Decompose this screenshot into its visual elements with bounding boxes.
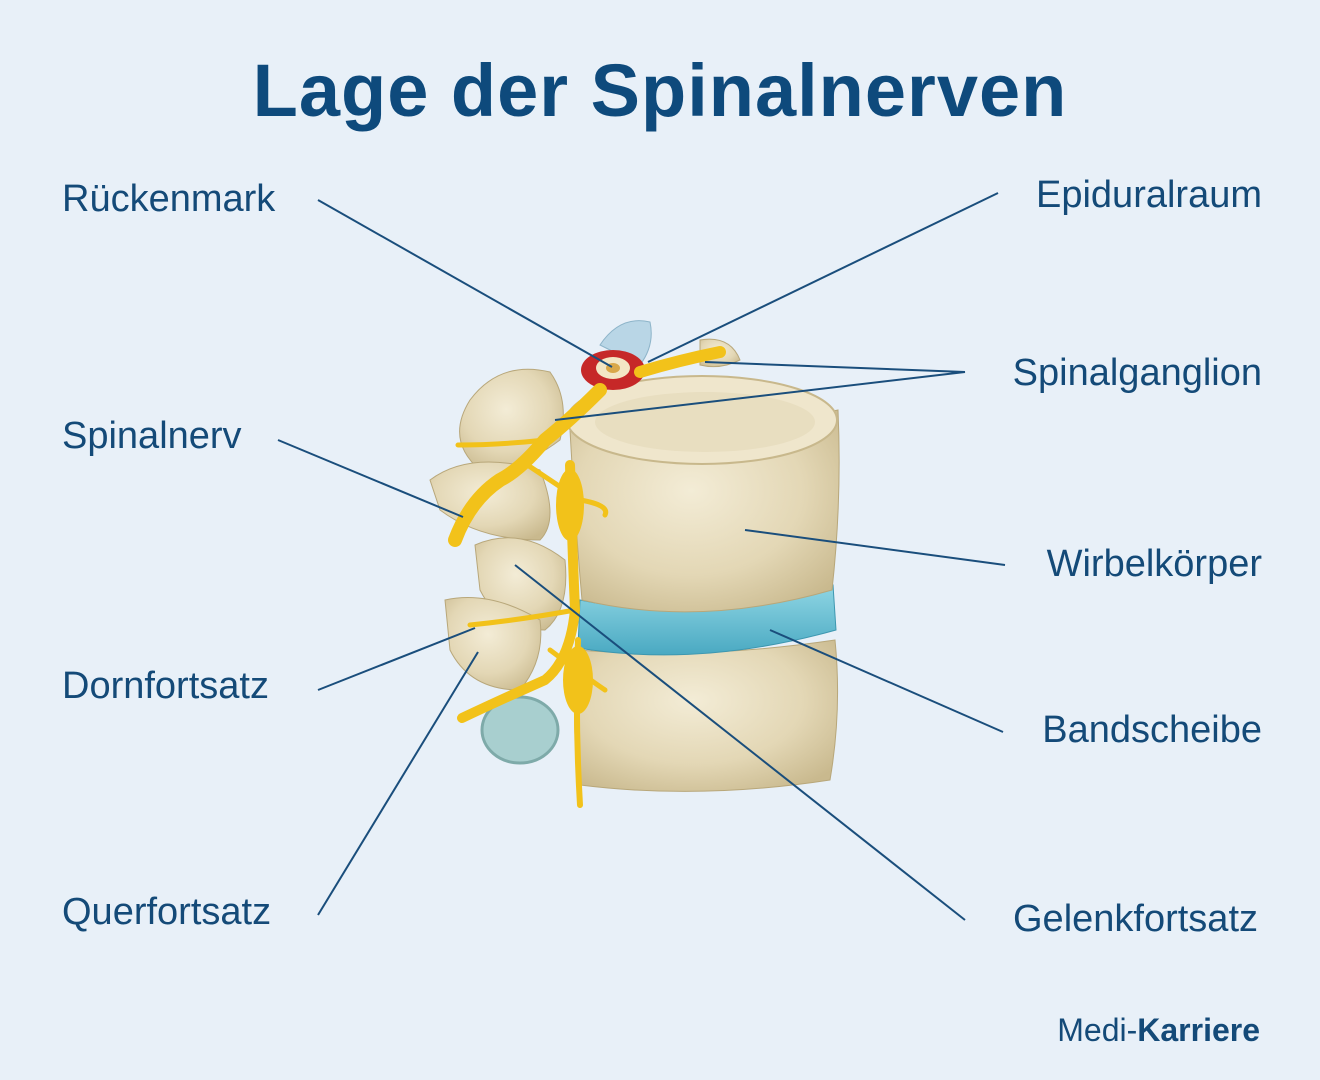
leader-querfortsatz — [317, 651, 479, 916]
leader-lines — [277, 192, 1006, 921]
spinous-process — [459, 368, 564, 471]
leader-bandscheibe — [769, 629, 1004, 733]
brand-prefix: Medi- — [1057, 1012, 1138, 1048]
leader-wirbelkoerper — [744, 529, 1006, 566]
label-spinalganglion: Spinalganglion — [1012, 352, 1262, 394]
brand-name: Karriere — [1137, 1012, 1260, 1048]
leader-rueckenmark — [317, 199, 613, 368]
label-spinalnerv: Spinalnerv — [62, 415, 242, 457]
leader-spinalnerv — [277, 439, 464, 518]
spinal-canal-opening — [480, 695, 560, 765]
label-rueckenmark: Rückenmark — [62, 178, 276, 220]
label-wirbelkoerper: Wirbelkörper — [1046, 543, 1262, 585]
articular-process-upper — [429, 461, 551, 541]
label-dornfortsatz: Dornfortsatz — [62, 665, 269, 707]
label-epiduralraum: Epiduralraum — [1036, 174, 1262, 216]
label-gelenkfortsatz: Gelenkfortsatz — [1013, 898, 1258, 940]
leader-dornfortsatz — [317, 627, 476, 691]
leader-epiduralraum — [647, 192, 999, 363]
leader-spinalganglion-2 — [554, 371, 966, 421]
label-bandscheibe: Bandscheibe — [1042, 709, 1262, 751]
leader-gelenkfortsatz — [514, 564, 966, 921]
brand-logo: Medi-Karriere — [1057, 1012, 1260, 1049]
leader-spinalganglion-1 — [704, 361, 966, 373]
page-title: Lage der Spinalnerven — [252, 49, 1068, 132]
label-querfortsatz: Querfortsatz — [62, 891, 272, 933]
